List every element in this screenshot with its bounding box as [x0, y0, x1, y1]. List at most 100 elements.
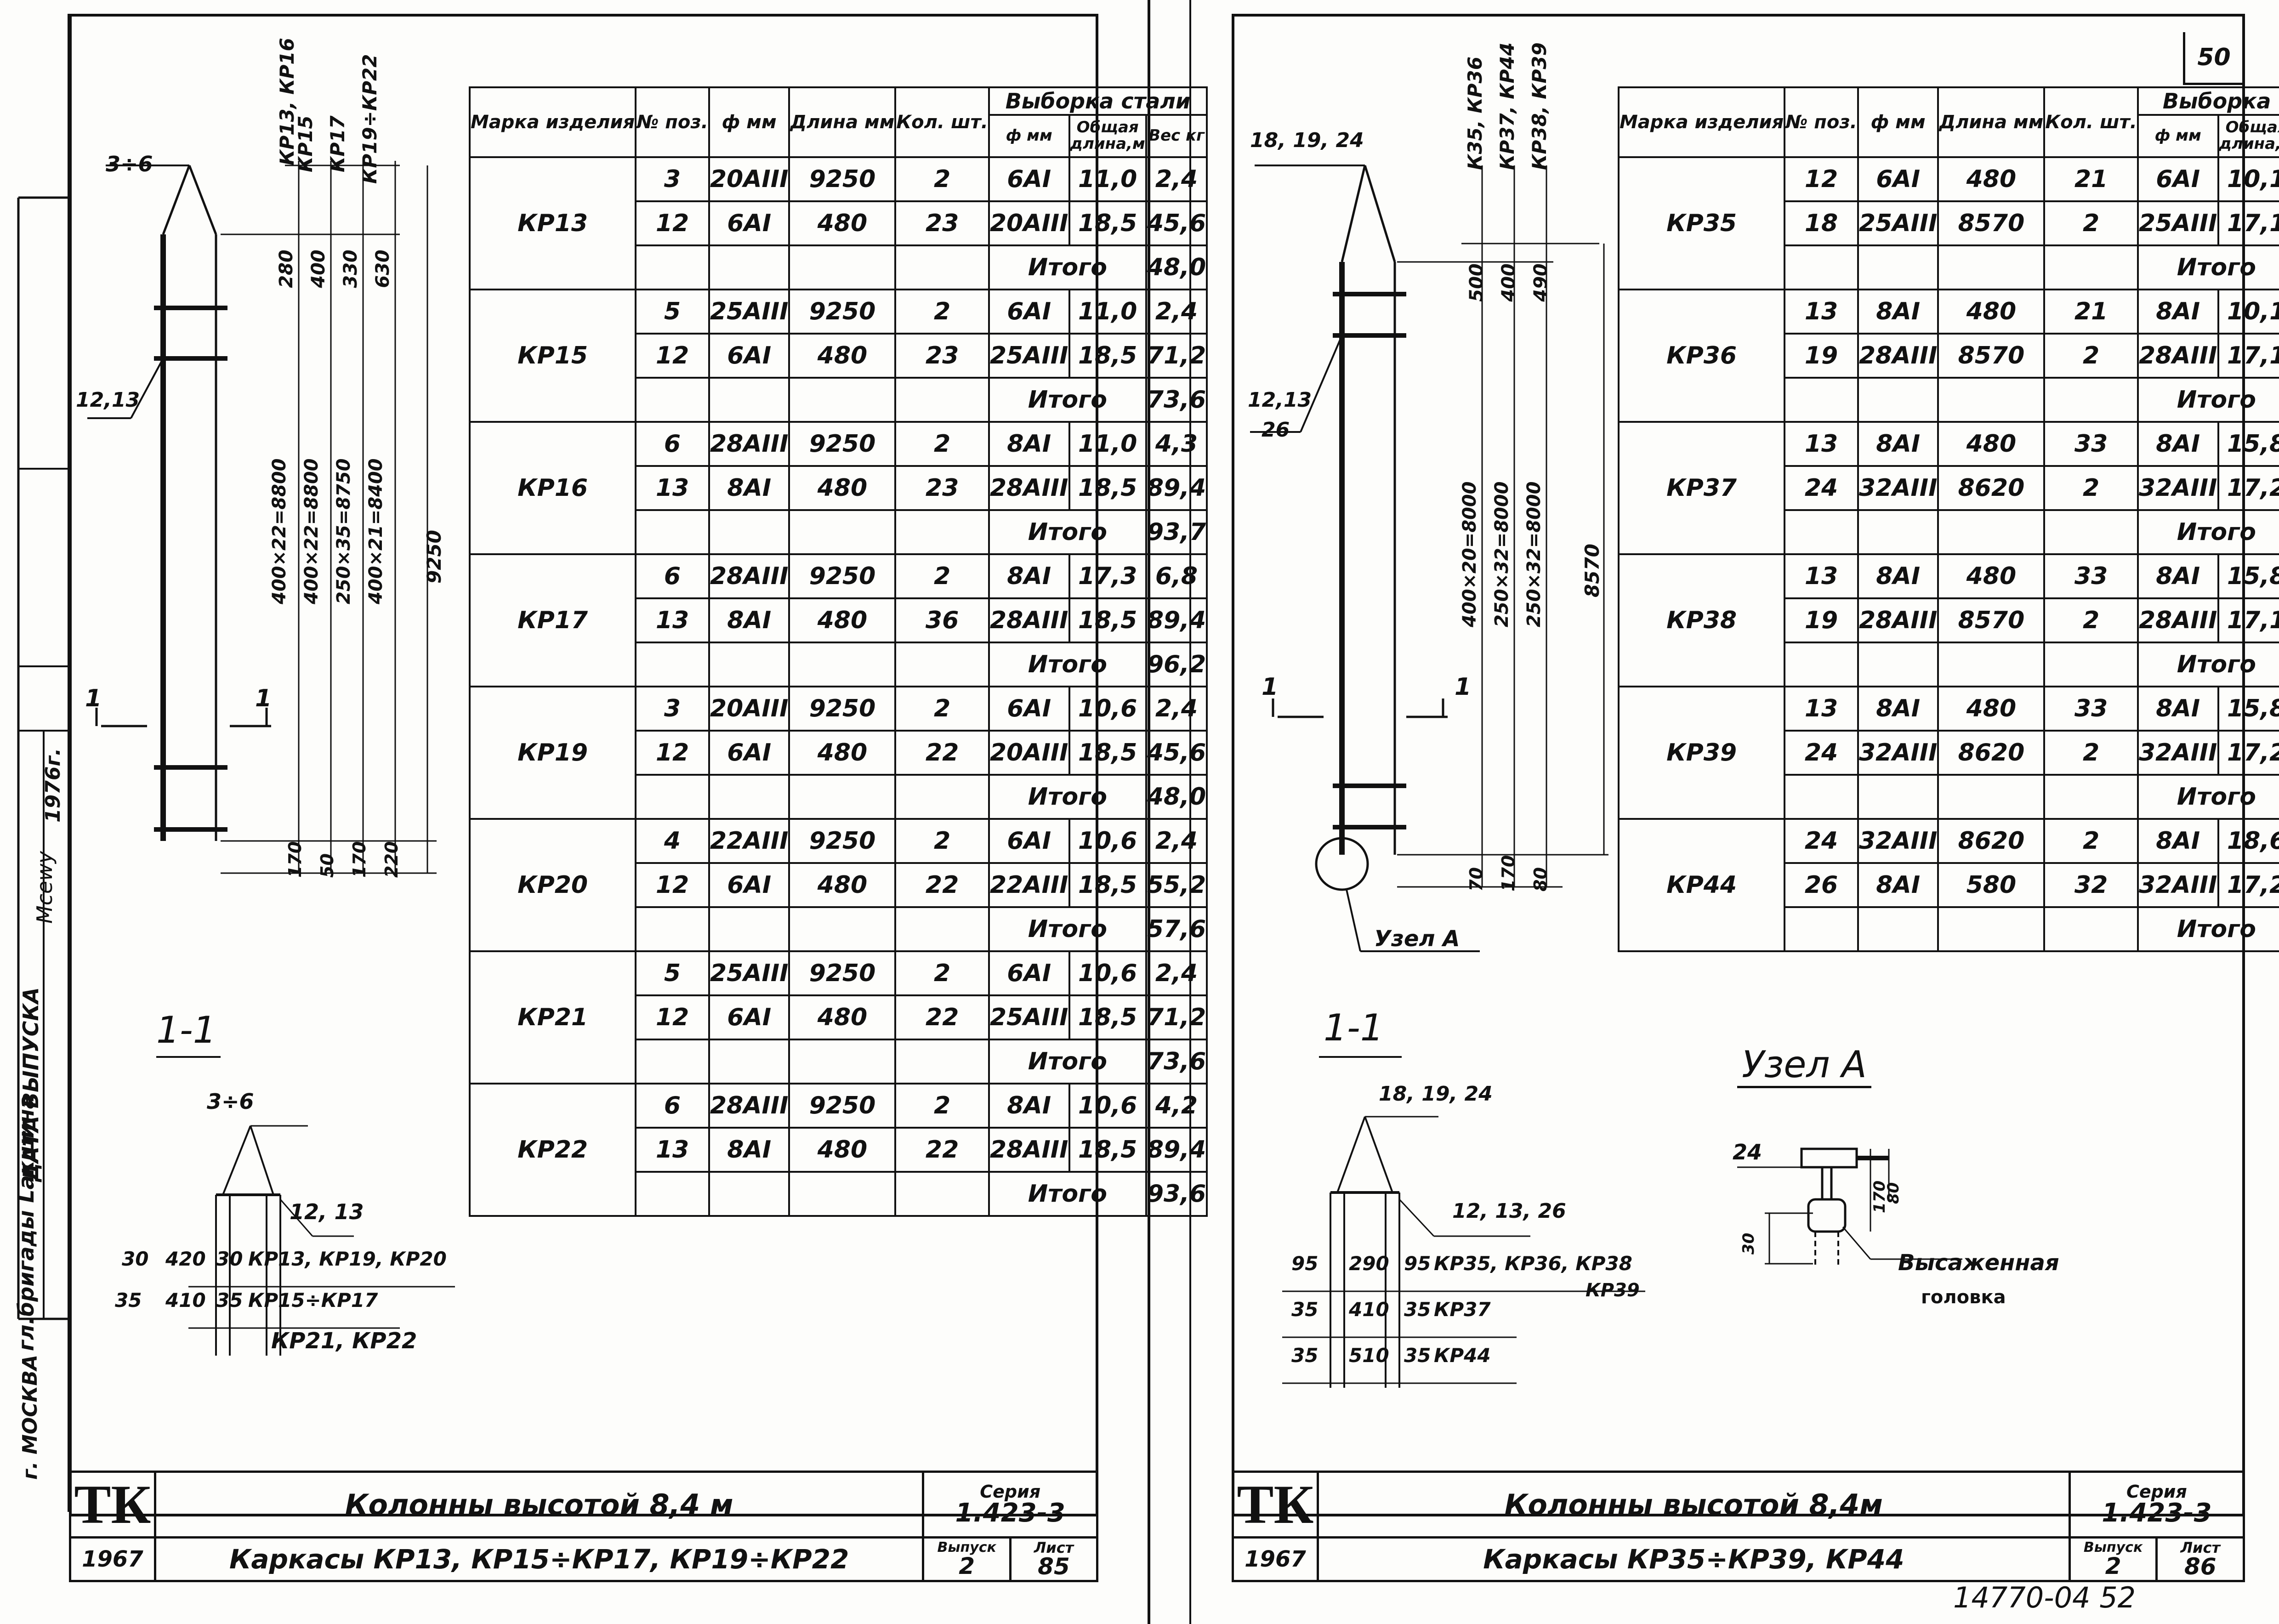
total-label: Итого	[988, 1039, 1147, 1085]
table-cell: 32АIII	[2137, 862, 2219, 908]
section-bars-12-13: 12, 13	[290, 1199, 364, 1224]
bottom-dim-170a: 170	[285, 841, 305, 878]
table-cell: 6	[635, 1083, 710, 1129]
bottom-dim-50: 50	[317, 853, 337, 878]
total-label: Итого	[988, 509, 1147, 555]
table-cell: 33	[2043, 553, 2139, 599]
top-dim-400b: 400	[1498, 263, 1519, 302]
sec-row1-marks: КР13, КР19, КР20	[248, 1248, 447, 1270]
table-cell: 6АI	[1857, 156, 1939, 202]
table-cell: 24	[1784, 465, 1859, 511]
table-cell: 32АIII	[1857, 730, 1939, 776]
table-cell: 22	[894, 730, 990, 776]
hdr2-len: Длина мм	[1937, 86, 2046, 158]
col-mark-kr15: КР15	[294, 115, 317, 172]
sec-row1-dim-b: 420	[165, 1248, 206, 1270]
table-cell: 33	[2043, 421, 2139, 467]
section-title-2: 1-1	[1324, 1006, 1384, 1049]
hdr2-mark: Марка изделия	[1617, 86, 1786, 158]
table-cell: 36	[894, 597, 990, 643]
table-cell: 28АIII	[988, 465, 1070, 511]
empty-cell	[788, 906, 897, 952]
cut-mark-right-2: 1	[1455, 673, 1472, 701]
total-row: Итого88,8	[1619, 642, 2279, 687]
table-cell: 18,5	[1068, 465, 1147, 511]
empty-cell	[708, 774, 790, 820]
sec-row2-dim-a: 35	[115, 1289, 142, 1312]
table-cell: 6АI	[988, 289, 1070, 335]
total-value: 73,6	[1145, 1039, 1208, 1085]
table-cell: 89,4	[1145, 1127, 1208, 1173]
overall-dim-2: 8570	[1581, 544, 1603, 597]
top-dim-500: 500	[1466, 263, 1487, 302]
table-cell: 17,1	[2217, 597, 2279, 643]
table-cell: 25АIII	[708, 289, 790, 335]
table-cell: 13	[1784, 686, 1859, 732]
sec2-row1-marks-a: КР35, КР36, КР38	[1434, 1252, 1632, 1275]
table-cell: 22	[894, 862, 990, 908]
table-cell: 4,2	[1145, 1083, 1208, 1129]
spacing-dim-2: 400×22=8800	[301, 458, 322, 604]
bottom-dim-80: 80	[1530, 867, 1551, 891]
sec2-row3-b: 510	[1349, 1344, 1389, 1367]
empty-cell	[894, 642, 990, 687]
empty-cell	[788, 377, 897, 423]
top-dim-330: 330	[340, 250, 361, 288]
sec2-row2-a: 35	[1291, 1298, 1319, 1321]
table-cell: 28АIII	[988, 1127, 1070, 1173]
label-bars-12-13: 12,13	[1248, 388, 1312, 412]
total-row: Итого86,6	[1619, 377, 2279, 423]
mark-cell: КР38	[1617, 553, 1786, 687]
table-cell: 12	[635, 200, 710, 246]
section-bars-12-13-26: 12, 13, 26	[1452, 1199, 1566, 1223]
spacing-dim-s2-2: 250×32=8000	[1491, 481, 1512, 627]
label-bars-12-13: 12,13	[76, 388, 140, 412]
table-cell: 10,1	[2217, 289, 2279, 335]
table-cell: 12	[635, 994, 710, 1040]
table-cell: 9250	[788, 156, 897, 202]
empty-cell	[894, 774, 990, 820]
table-cell: 18,5	[1068, 994, 1147, 1040]
table-cell: 2,4	[1145, 686, 1208, 732]
table-cell: 2	[2043, 730, 2139, 776]
sec2-row2-c: 35	[1404, 1298, 1431, 1321]
total-value: 48,0	[1145, 774, 1208, 820]
table-cell: 10,6	[1068, 818, 1147, 864]
table-cell: 6АI	[708, 730, 790, 776]
top-dim-400: 400	[308, 250, 329, 288]
table-cell: 17,1	[2217, 333, 2279, 379]
table-cell: 18,6	[2217, 818, 2279, 864]
mark-cell: КР20	[468, 818, 637, 952]
table-cell: 17,2	[2217, 862, 2279, 908]
table-cell: 8АI	[2137, 686, 2219, 732]
table-cell: 2	[894, 553, 990, 599]
table-cell: 8620	[1937, 465, 2046, 511]
table-cell: 23	[894, 333, 990, 379]
hdr-weight: Вес кг	[1145, 114, 1208, 158]
empty-cell	[2043, 509, 2139, 555]
empty-cell	[1784, 642, 1859, 687]
empty-cell	[2043, 244, 2139, 290]
table-cell: 480	[788, 333, 897, 379]
table-cell: 2	[894, 421, 990, 467]
table-cell: 22	[894, 1127, 990, 1173]
total-label: Итого	[2137, 377, 2279, 423]
table-cell: 2,4	[1145, 156, 1208, 202]
total-value: 96,2	[1145, 642, 1208, 687]
mark-cell: КР19	[468, 686, 637, 820]
total-label: Итого	[2137, 774, 2279, 820]
sec2-row3-c: 35	[1404, 1344, 1431, 1367]
total-row: Итого115,8	[1619, 906, 2279, 952]
mark-cell: КР36	[1617, 289, 1786, 423]
top-dim-630: 630	[372, 250, 393, 288]
